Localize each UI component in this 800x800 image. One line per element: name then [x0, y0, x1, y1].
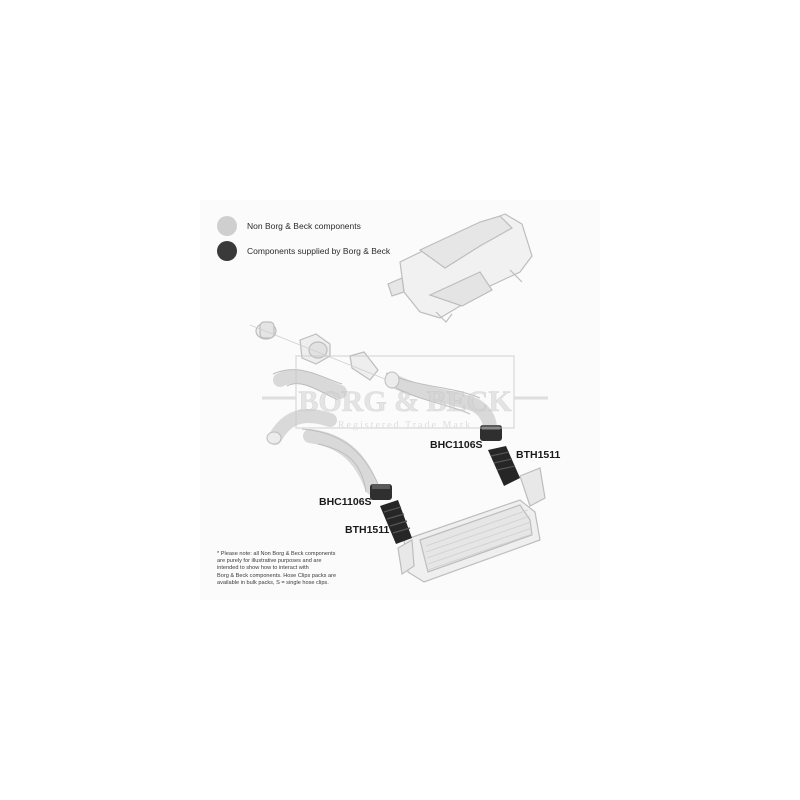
intercooler-illustration [397, 467, 546, 583]
legend-borg: Components supplied by Borg & Beck [217, 241, 390, 261]
label-lower-clip: BHC1106S [319, 496, 372, 508]
intake-pipe-illustration [268, 369, 497, 495]
intake-pipe-outline [266, 369, 481, 493]
lower-hose-assembly [370, 484, 412, 544]
note-line: Borg & Beck components. Hose Clips packs… [217, 572, 337, 579]
legend-swatch-dark [217, 241, 237, 261]
fittings-illustration [249, 321, 401, 386]
upper-hose-mark [488, 446, 520, 486]
label-lower-hose: BTH1511 [345, 524, 390, 536]
disclaimer-note: * Please note: all Non Borg & Beck compo… [217, 551, 387, 587]
legend-non-borg: Non Borg & Beck components [217, 216, 361, 236]
legend-borg-label: Components supplied by Borg & Beck [247, 246, 391, 256]
lower-hose-mark [380, 500, 412, 544]
upper-hose-assembly [480, 425, 520, 486]
label-upper-hose: BTH1511 [516, 449, 561, 461]
legend-swatch-light [217, 216, 237, 236]
borg-beck-watermark: BORG & BECK Registered Trade Mark [262, 355, 548, 431]
note-line: are purely for illustrative purposes and… [217, 558, 322, 565]
note-line: available in bulk packs, S = single hose… [217, 579, 329, 586]
svg-text:Registered Trade Mark: Registered Trade Mark [338, 420, 472, 431]
svg-text:BORG & BECK: BORG & BECK [298, 385, 512, 418]
label-upper-clip: BHC1106S [430, 439, 483, 451]
airbox-illustration [387, 213, 533, 323]
note-line: * Please note: all Non Borg & Beck compo… [217, 551, 336, 557]
note-line: intended to show how to interact with [217, 565, 309, 572]
legend-non-borg-label: Non Borg & Beck components [247, 221, 361, 231]
